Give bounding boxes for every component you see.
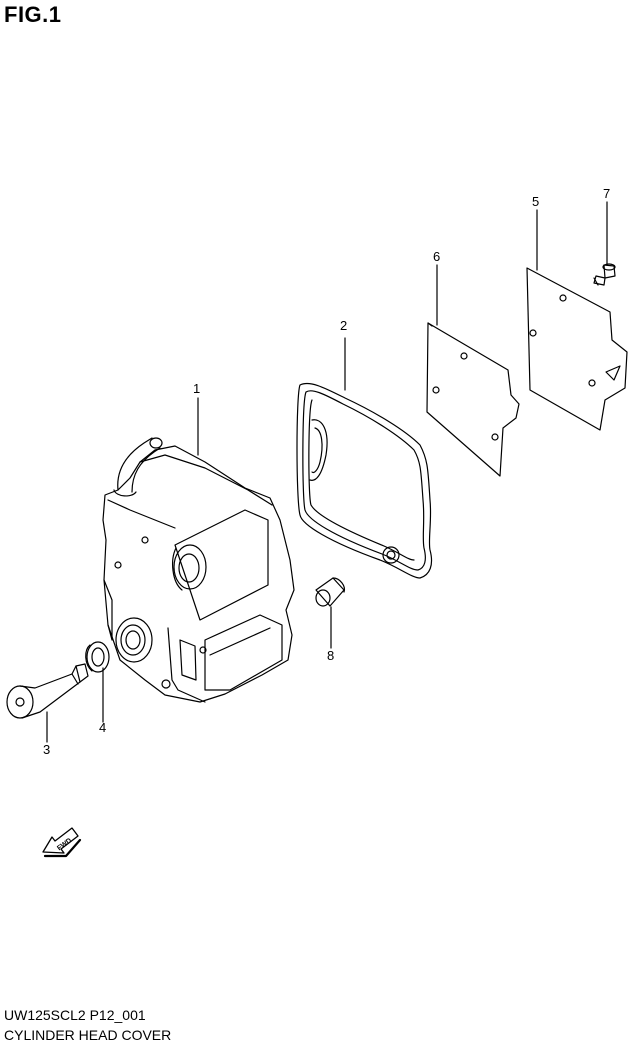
callout-2: 2: [340, 318, 347, 333]
callout-8: 8: [327, 648, 334, 663]
part-8-dowel-pin: [315, 577, 345, 607]
callouts: 1 2 3 4 5 6 7 8: [43, 186, 610, 757]
callout-3: 3: [43, 742, 50, 757]
callout-1: 1: [193, 381, 200, 396]
callout-7: 7: [603, 186, 610, 201]
leader-lines: [46, 201, 608, 743]
part-3-bolt: [6, 663, 89, 719]
part-7-bolt: [593, 263, 616, 286]
part-6-plate: [426, 322, 520, 477]
part-4-washer: [85, 641, 110, 673]
callout-6: 6: [433, 249, 440, 264]
part-1-cylinder-head-cover: [102, 437, 295, 703]
part-5-plate: [526, 267, 628, 431]
part-2-gasket: [296, 382, 433, 579]
diagram-title: CYLINDER HEAD COVER: [4, 1027, 172, 1043]
diagram-code: UW125SCL2 P12_001: [4, 1007, 146, 1023]
callout-5: 5: [532, 194, 539, 209]
figure-title: FIG.1: [4, 2, 62, 27]
forward-arrow-icon: FWD: [42, 827, 82, 858]
callout-4: 4: [99, 720, 106, 735]
